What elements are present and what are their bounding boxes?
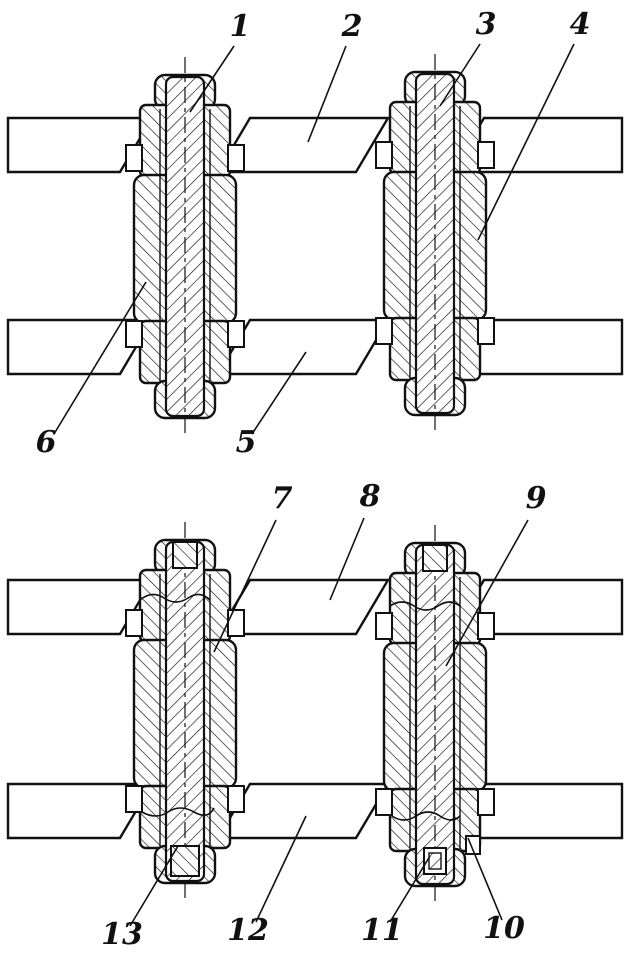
leader-line-6 xyxy=(53,281,147,435)
press-plug xyxy=(422,544,448,572)
joint-assembly-top-left xyxy=(124,55,246,437)
part-label-10: 10 xyxy=(483,911,525,946)
part-label-7: 7 xyxy=(272,481,293,516)
part-label-4: 4 xyxy=(570,7,591,42)
part-label-9: 9 xyxy=(526,481,547,516)
link-plate xyxy=(6,578,155,636)
leader-line-1 xyxy=(189,45,235,113)
leader-line-5 xyxy=(251,351,307,435)
leader-line-3 xyxy=(439,43,481,107)
part-label-1: 1 xyxy=(230,9,251,44)
link-plates xyxy=(6,116,624,840)
leader-line-13 xyxy=(129,845,179,927)
fracture-line xyxy=(141,807,215,817)
fracture-line xyxy=(139,593,211,603)
leader-line-8 xyxy=(329,517,365,601)
link-plate xyxy=(6,116,155,174)
link-plate xyxy=(6,318,155,376)
part-label-3: 3 xyxy=(476,7,497,42)
leader-line-4 xyxy=(477,43,575,241)
leader-line-11 xyxy=(389,855,431,923)
part-label-11: 11 xyxy=(361,913,403,948)
part-label-6: 6 xyxy=(36,425,57,460)
joint-assembly-bottom-left xyxy=(124,520,246,902)
leader-lines xyxy=(53,43,575,927)
press-plug xyxy=(172,541,198,569)
part-label-13: 13 xyxy=(101,917,143,952)
fracture-line xyxy=(389,601,461,611)
part-labels: 1 2 3 4 6 5 7 8 9 13 12 11 10 xyxy=(36,7,591,952)
leader-line-2 xyxy=(307,45,347,143)
leader-line-7 xyxy=(213,519,277,653)
leader-line-9 xyxy=(445,519,529,667)
leader-line-12 xyxy=(255,815,307,923)
part-label-5: 5 xyxy=(236,425,257,460)
part-label-2: 2 xyxy=(341,9,363,44)
joint-assembly-top-right xyxy=(374,52,496,434)
leader-line-10 xyxy=(467,837,503,921)
part-label-12: 12 xyxy=(227,913,269,948)
part-label-8: 8 xyxy=(359,479,381,514)
link-plate xyxy=(6,782,155,840)
fracture-line xyxy=(391,811,461,821)
end-plug-core xyxy=(428,852,442,870)
